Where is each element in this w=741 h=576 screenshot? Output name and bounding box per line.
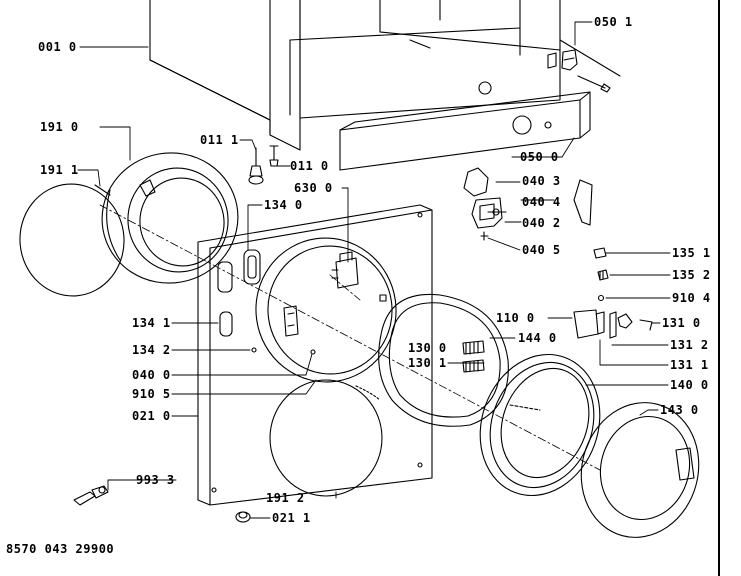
part-label-050-0: 050 0 <box>520 150 559 164</box>
part-label-040-4: 040 4 <box>522 195 561 209</box>
part-label-910-4: 910 4 <box>672 291 711 305</box>
door-inner-frame <box>378 293 509 427</box>
part-label-630-0: 630 0 <box>294 181 333 195</box>
part-label-993-3: 993 3 <box>136 473 175 487</box>
foot-parts-011 <box>248 145 279 185</box>
door-cover <box>580 402 700 538</box>
part-label-135-1: 135 1 <box>672 246 711 260</box>
part-label-130-1: 130 1 <box>408 356 447 370</box>
part-label-001-0: 001 0 <box>38 40 77 54</box>
door-lock-parts <box>463 167 593 241</box>
part-label-134-0: 134 0 <box>264 198 303 212</box>
part-label-131-1: 131 1 <box>670 358 709 372</box>
part-label-134-1: 134 1 <box>132 316 171 330</box>
small-fittings-135 <box>593 247 609 302</box>
part-label-130-0: 130 0 <box>408 341 447 355</box>
part-label-110-0: 110 0 <box>496 311 535 325</box>
part-label-191-2: 191 2 <box>266 491 305 505</box>
window-glass-191-1 <box>19 183 125 297</box>
part-label-021-1: 021 1 <box>272 511 311 525</box>
door-seal-191-0 <box>101 152 239 284</box>
part-label-140-0: 140 0 <box>670 378 709 392</box>
foot-021-1 <box>235 511 251 523</box>
hinge-parts <box>573 309 653 339</box>
front-panel <box>197 204 433 506</box>
part-label-131-0: 131 0 <box>662 316 701 330</box>
part-label-910-5: 910 5 <box>132 387 171 401</box>
part-label-144-0: 144 0 <box>518 331 557 345</box>
accessory-993-3 <box>73 485 109 506</box>
page-border-right <box>718 0 720 576</box>
part-label-143-0: 143 0 <box>660 403 699 417</box>
top-fixing-parts <box>547 39 621 93</box>
inner-glass-191-2 <box>269 379 383 497</box>
part-label-011-1: 011 1 <box>200 133 239 147</box>
door-outer-ring <box>479 353 601 497</box>
part-label-131-2: 131 2 <box>670 338 709 352</box>
part-label-021-0: 021 0 <box>132 409 171 423</box>
cabinet-top <box>149 0 561 151</box>
part-label-040-2: 040 2 <box>522 216 561 230</box>
part-label-191-0: 191 0 <box>40 120 79 134</box>
part-label-135-2: 135 2 <box>672 268 711 282</box>
part-label-040-5: 040 5 <box>522 243 561 257</box>
part-label-040-3: 040 3 <box>522 174 561 188</box>
part-label-050-1: 050 1 <box>594 15 633 29</box>
control-panel-strip <box>339 91 591 171</box>
leader-lines <box>77 21 671 519</box>
axis-lines <box>99 204 601 471</box>
part-label-134-2: 134 2 <box>132 343 171 357</box>
document-number: 8570 043 29900 <box>6 542 115 556</box>
part-label-191-1: 191 1 <box>40 163 79 177</box>
part-label-011-0: 011 0 <box>290 159 329 173</box>
part-label-040-0: 040 0 <box>132 368 171 382</box>
